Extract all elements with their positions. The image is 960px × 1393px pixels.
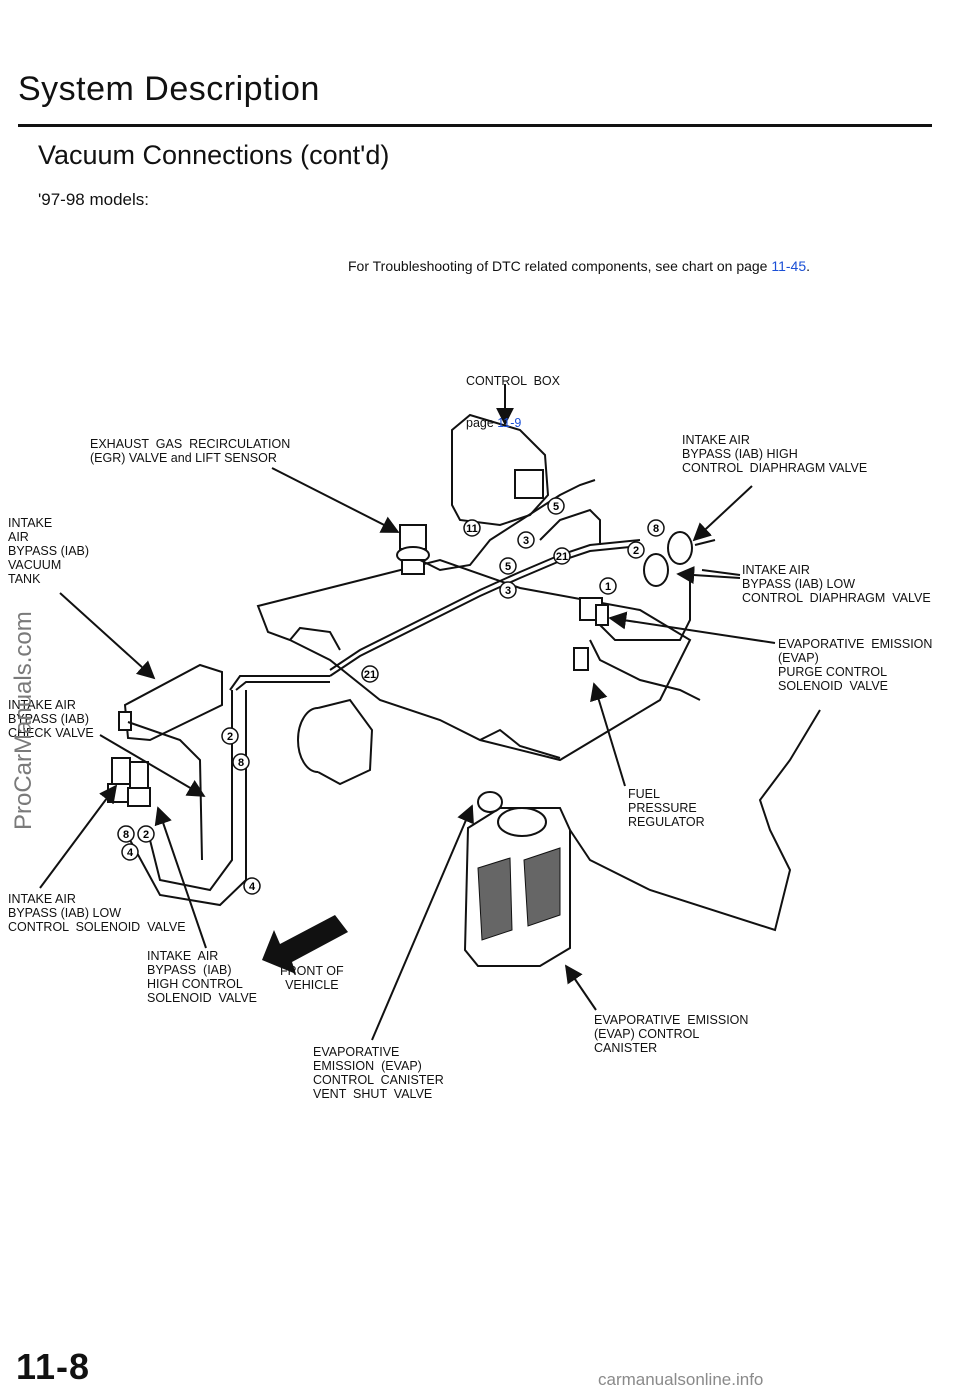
hose-badge: 4 [121, 843, 139, 861]
label-iab-check-valve: INTAKE AIR BYPASS (IAB) CHECK VALVE [8, 698, 94, 740]
page-link-11-9[interactable]: 11-9 [497, 416, 522, 430]
hose-badge: 2 [221, 727, 239, 745]
iab-vacuum-tank [118, 663, 223, 742]
front-of-vehicle-arrow [262, 915, 348, 974]
section-subtitle: Vacuum Connections (cont'd) [38, 140, 390, 170]
label-egr-valve: EXHAUST GAS RECIRCULATION (EGR) VALVE an… [90, 437, 291, 465]
page-title: System Description [18, 70, 320, 108]
throttle-body [297, 698, 374, 786]
evap-purge-valve [579, 597, 609, 626]
hose-badge: 8 [232, 753, 250, 771]
label-iab-low-diaphragm: INTAKE AIR BYPASS (IAB) LOW CONTROL DIAP… [742, 563, 931, 605]
hose-number: 8 [123, 829, 129, 841]
hose-badge: 21 [553, 547, 571, 565]
label-control-box: CONTROL BOX page 11-9 [466, 346, 560, 444]
label-front-of-vehicle: FRONT OF VEHICLE [280, 964, 344, 992]
hose-number: 2 [633, 545, 639, 557]
hose-number: 4 [249, 881, 256, 893]
hose-number: 3 [505, 585, 511, 597]
watermark: ProCarManuals.com [10, 611, 37, 830]
label-fuel-pressure-regulator: FUEL PRESSURE REGULATOR [628, 787, 705, 829]
leader-lines [39, 384, 776, 1041]
footer-site: carmanualsonline.info [598, 1370, 764, 1389]
control-box-page: page 11-9 [466, 416, 560, 430]
hose-badge: 11 [463, 519, 481, 537]
hose-number: 21 [556, 551, 568, 563]
evap-canister [463, 791, 571, 967]
label-iab-high-diaphragm: INTAKE AIR BYPASS (IAB) HIGH CONTROL DIA… [682, 433, 868, 475]
hose-badge: 2 [627, 541, 645, 559]
page-link-11-45[interactable]: 11-45 [771, 258, 807, 274]
hose-badge: 1 [599, 577, 617, 595]
hose-number: 8 [238, 757, 244, 769]
hose-number: 8 [653, 523, 659, 535]
control-box [451, 413, 550, 527]
label-evap-purge-valve: EVAPORATIVE EMISSION (EVAP) PURGE CONTRO… [778, 637, 933, 693]
hose-badge: 4 [243, 877, 261, 895]
note-suffix: . [806, 258, 811, 274]
iab-solenoid-valves [107, 757, 151, 807]
iab-diaphragm-valves [643, 531, 693, 587]
troubleshooting-note: For Troubleshooting of DTC related compo… [348, 258, 810, 274]
egr-valve [396, 524, 430, 575]
hose-number: 5 [505, 561, 511, 573]
hose-number: 21 [364, 669, 376, 681]
label-iab-high-solenoid: INTAKE AIR BYPASS (IAB) HIGH CONTROL SOL… [147, 949, 257, 1005]
label-iab-low-solenoid: INTAKE AIR BYPASS (IAB) LOW CONTROL SOLE… [8, 892, 186, 934]
hose-number: 5 [553, 501, 559, 513]
hose-number-badges: 11 5 3 21 5 3 8 2 1 21 2 8 8 2 4 4 [117, 497, 665, 895]
label-evap-canister: EVAPORATIVE EMISSION (EVAP) CONTROL CANI… [594, 1013, 749, 1055]
hose-badge: 5 [547, 497, 565, 515]
control-box-label: CONTROL BOX [466, 374, 560, 388]
models-heading: '97-98 models: [38, 190, 149, 209]
label-evap-vent-shut-valve: EVAPORATIVE EMISSION (EVAP) CONTROL CANI… [313, 1045, 444, 1101]
note-text: For Troubleshooting of DTC related compo… [348, 258, 772, 274]
hose-badge: 8 [647, 519, 665, 537]
label-iab-vacuum-tank: INTAKE AIR BYPASS (IAB) VACUUM TANK [8, 516, 90, 586]
hose-number: 3 [523, 535, 529, 547]
page-number: 11-8 [16, 1346, 91, 1387]
hose-number: 2 [227, 731, 233, 743]
control-box-page-prefix: page [466, 416, 498, 430]
hose-badge: 3 [499, 581, 517, 599]
hose-number: 11 [466, 523, 478, 535]
hose-badge: 3 [517, 531, 535, 549]
title-rule [18, 124, 932, 127]
hose-number: 1 [605, 581, 611, 593]
hose-badge: 21 [361, 665, 379, 683]
hose-badge: 8 [117, 825, 135, 843]
hose-number: 4 [127, 847, 134, 859]
hose-number: 2 [143, 829, 149, 841]
hose-badge: 5 [499, 557, 517, 575]
fuel-pressure-regulator [573, 647, 589, 671]
hose-badge: 2 [137, 825, 155, 843]
